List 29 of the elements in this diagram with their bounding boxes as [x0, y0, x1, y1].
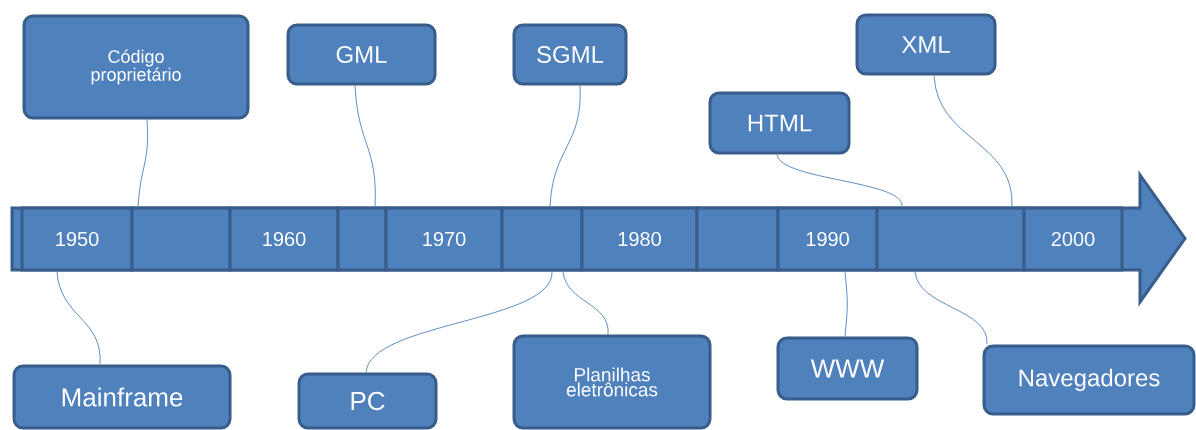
leader-line	[776, 154, 903, 207]
year-segment: 1980	[580, 206, 699, 272]
callout-box: Planilhas eletrônicas	[512, 334, 712, 430]
callout-box: Navegadores	[982, 344, 1196, 416]
leader-line	[137, 119, 149, 207]
timeline-segment	[130, 206, 232, 272]
leader-line	[549, 85, 581, 207]
callout-box: XML	[855, 13, 997, 76]
timeline-segment	[875, 206, 1026, 272]
callout-box: PC	[297, 372, 438, 430]
callout-box: Mainframe	[12, 364, 232, 430]
year-segment: 2000	[1022, 206, 1124, 272]
callout-box: Código proprietário	[22, 14, 250, 120]
timeline-segment	[695, 206, 780, 272]
timeline-segment	[500, 206, 584, 272]
callout-box: SGML	[512, 23, 628, 86]
leader-line	[844, 271, 848, 337]
leader-line	[562, 271, 609, 335]
timeline-segment	[336, 206, 388, 272]
year-segment: 1950	[20, 206, 134, 272]
callout-box: GML	[286, 23, 437, 86]
leader-line	[933, 75, 1013, 207]
year-segment: 1990	[776, 206, 879, 272]
leader-line	[56, 271, 101, 365]
leader-line	[365, 271, 553, 373]
callout-box: HTML	[708, 91, 851, 155]
callout-box: WWW	[776, 336, 919, 401]
leader-line	[354, 85, 376, 207]
leader-line	[914, 271, 988, 345]
